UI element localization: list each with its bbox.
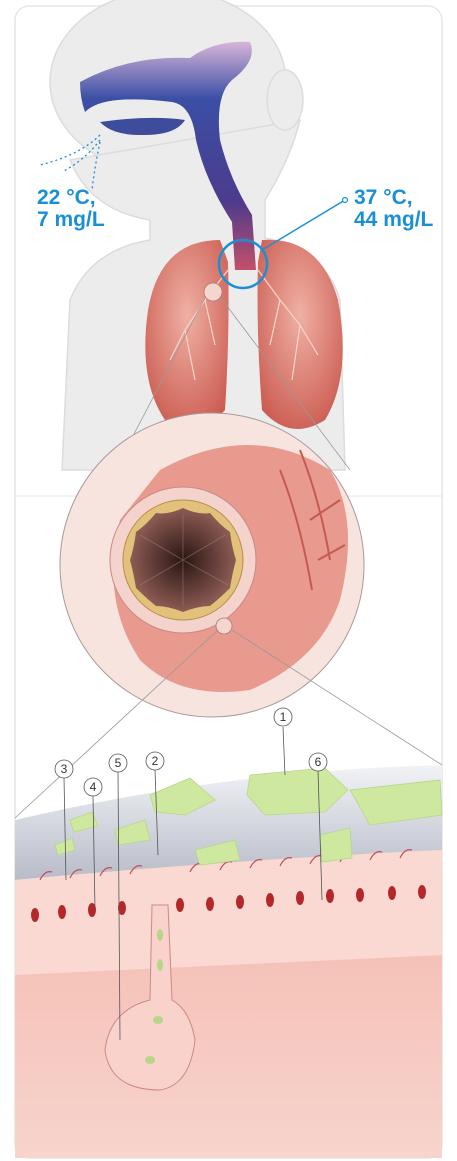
mucosa-marker [216, 618, 232, 634]
bronchus-marker [204, 283, 222, 301]
alveolar-air-label: 37 °C, 44 mg/L [354, 187, 433, 231]
callout-1-label: 1 [280, 710, 287, 724]
callout-2-label: 2 [152, 754, 159, 768]
callout-3-label: 3 [61, 762, 68, 776]
callout-4-label: 4 [90, 780, 97, 794]
inhaled-temperature: 22 °C, [37, 187, 105, 209]
inhaled-humidity: 7 mg/L [37, 209, 105, 231]
alveolar-temperature: 37 °C, [354, 187, 433, 209]
bronchus-magnifier [60, 413, 364, 717]
alveolar-humidity: 44 mg/L [354, 209, 433, 231]
callout-6-label: 6 [315, 755, 322, 769]
pointer-dot [343, 198, 348, 203]
callout-5-label: 5 [115, 756, 122, 770]
airway-mucosa-block [15, 765, 442, 1158]
inhaled-air-label: 22 °C, 7 mg/L [37, 187, 105, 231]
